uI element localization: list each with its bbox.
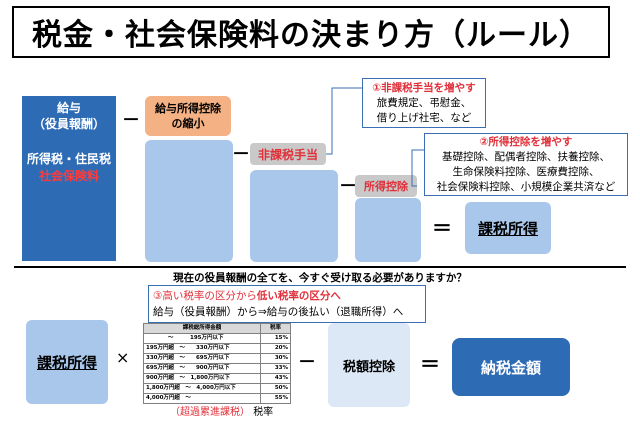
equal-operator-bottom: ＝ (420, 352, 440, 376)
taxable-income-top: 課税所得 (465, 202, 551, 254)
table-cell-range: 330万円超 ～ 695万円以下 (143, 353, 261, 364)
table-header-rate: 税率 (260, 323, 291, 334)
note3-line2: 給与（役員報酬）から⇒給与の後払い（退職所得）へ (153, 306, 404, 318)
after-allowance-box (250, 170, 338, 262)
connector-lines (326, 87, 424, 187)
salary-line2: （役員報酬） (32, 117, 105, 131)
caption-progressive: （超過累進課税） (170, 407, 250, 418)
deduction-line2: の縮小 (171, 117, 205, 130)
table-header-income: 課税総所得金額 (143, 323, 261, 334)
note1-line1: 旅費規定、弔慰金、 (376, 97, 472, 109)
note-rate-shift: ③高い税率の区分から低い税率の区分へ 給与（役員報酬）から⇒給与の後払い（退職所… (148, 285, 426, 323)
note2-line3: 社会保険料控除、小規模企業共済など (436, 181, 616, 193)
table-cell-rate: 30% (260, 353, 291, 364)
note3-red: 低い税率の区分へ (256, 290, 341, 302)
table-cell-range: 1,800万円超 ～ 4,000万円以下 (143, 383, 261, 394)
salary-label: 給与 （役員報酬） (33, 100, 105, 132)
table-cell-range: 695万円超 ～ 900万円以下 (143, 363, 261, 374)
table-row: 4,000万円超 ～55% (143, 393, 291, 404)
income-tax-label: 所得税・住民税 (26, 152, 111, 166)
table-caption: （超過累進課税） 税率 (170, 403, 273, 418)
times-operator: × (116, 348, 130, 367)
tax-amount-box: 納税金額 (452, 338, 570, 396)
table-cell-rate: 15% (260, 333, 291, 344)
note1-title: ①非課税手当を増やす (372, 82, 476, 94)
note1-line2: 借り上げ社宅、など (376, 112, 472, 124)
question-text: 現在の役員報酬の全てを、今すぐ受け取る必要がありますか？ (173, 272, 467, 284)
table-cell-rate: 20% (260, 343, 291, 354)
table-cell-range: ～ 195万円以下 (143, 333, 261, 344)
salary-deduction-reduce-label: 給与所得控除 の縮小 (145, 96, 231, 136)
after-deduction-box (355, 198, 421, 262)
note3-line1: ③高い税率の区分から低い税率の区分へ (153, 288, 425, 304)
connector-note2 (411, 149, 424, 187)
connector-note1 (326, 87, 362, 155)
minus-operator-3: － (339, 176, 357, 197)
salary-income-box (145, 140, 233, 262)
minus-operator-2: － (232, 144, 250, 165)
note2-line1: 基礎控除、配偶者控除、扶養控除、 (442, 151, 610, 163)
caption-rate: 税率 (253, 407, 274, 418)
table-cell-rate: 50% (260, 383, 291, 394)
tax-credit-box: 税額控除 (328, 323, 410, 407)
table-cell-range: 4,000万円超 ～ (143, 393, 261, 404)
minus-operator-bottom: － (298, 352, 316, 373)
salary-line1: 給与 (56, 101, 81, 115)
note3-prefix: ③高い税率の区分から (153, 290, 257, 302)
table-cell-rate: 43% (260, 373, 291, 384)
income-deduction-label: 所得控除 (355, 175, 417, 197)
salary-box: 給与 （役員報酬） 所得税・住民税 社会保険料 (22, 96, 116, 261)
page-title: 税金・社会保険料の決まり方（ルール） (12, 6, 610, 58)
note-nontaxable: ①非課税手当を増やす 旅費規定、弔慰金、 借り上げ社宅、など (362, 78, 486, 128)
note-income-deduction: ②所得控除を増やす 基礎控除、配偶者控除、扶養控除、 生命保険料控除、医療費控除… (424, 133, 628, 196)
table-cell-range: 900万円超 ～ 1,800万円以下 (143, 373, 261, 384)
social-insurance-label: 社会保険料 (38, 169, 99, 183)
minus-operator-1: － (122, 110, 140, 131)
equal-operator-top: ＝ (432, 216, 452, 240)
table-cell-rate: 33% (260, 363, 291, 374)
note2-line2: 生命保険料控除、医療費控除、 (452, 166, 600, 178)
table-cell-rate: 55% (260, 393, 291, 404)
deduction-line1: 給与所得控除 (155, 102, 221, 115)
note2-title: ②所得控除を増やす (479, 136, 573, 148)
section-divider (14, 266, 626, 268)
table-cell-range: 195万円超 ～ 330万円以下 (143, 343, 261, 354)
taxable-income-bottom: 課税所得 (26, 320, 108, 404)
non-taxable-allowance-label: 非課税手当 (250, 143, 326, 165)
